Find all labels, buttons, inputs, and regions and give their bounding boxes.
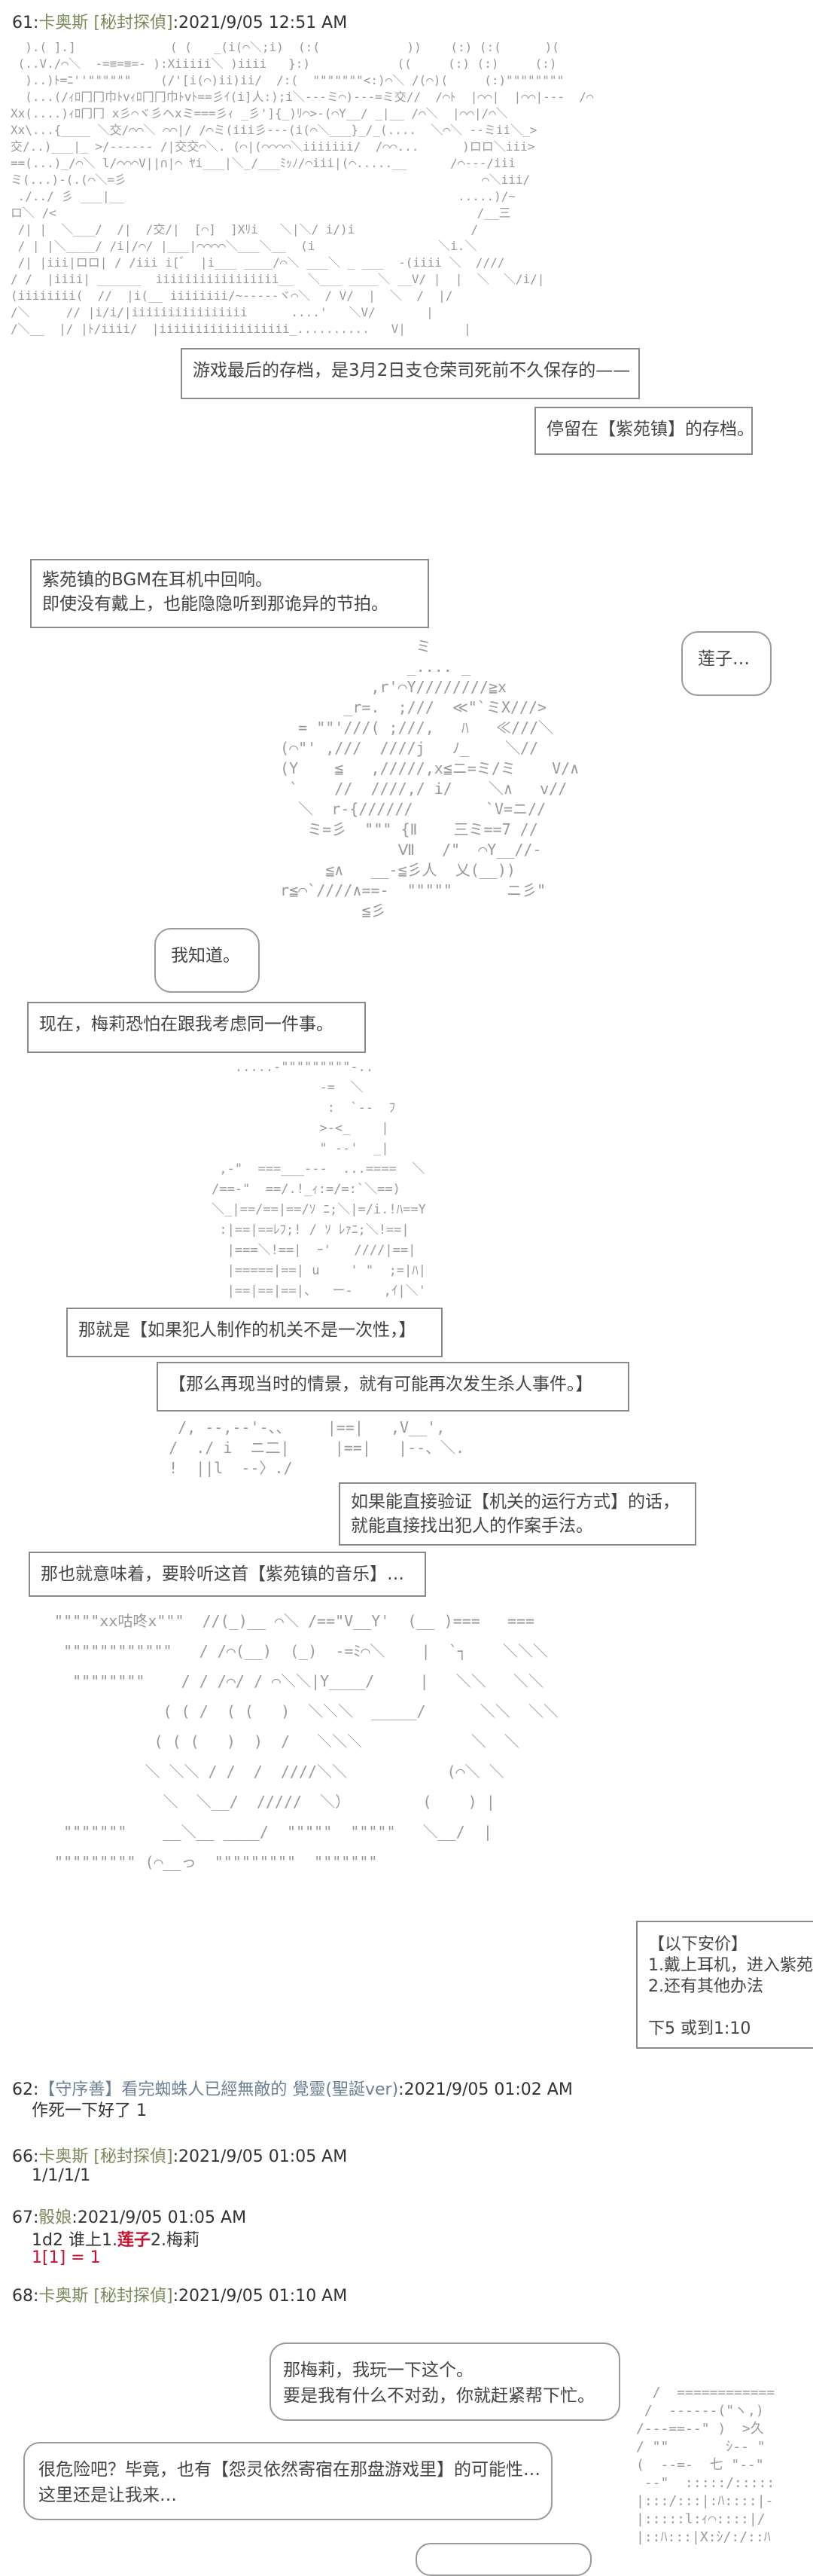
post-number: 61: [12,14,39,32]
ascii-art-hands: /, --,--'-、、 |==| ,V__', / ./ i ニ二| |==|… [169,1418,465,1477]
ascii-art-headphones: """""xx咕咚x""" //(_)__ ⌒＼ /=="V__Y' (__ )… [54,1612,559,1871]
narration-line: 即使没有戴上，也能隐隐听到那诡异的节拍。 [42,594,388,614]
post-date: :2021/9/05 12:51 AM [172,14,348,32]
vote-deadline: 下5 或到1:10 [648,2019,751,2038]
vote-box: 【以下安价】 1.戴上耳机，进入紫苑 2.还有其他办法 下5 或到1:10 [636,1921,813,2049]
narration-line: 就能直接找出犯人的作案手法。 [351,1516,593,1536]
dice-roll-line: 1d2 谁上1.莲子2.梅莉 [32,2227,199,2251]
narration-line: 紫苑镇的BGM在耳机中回响。 [42,570,273,590]
post-number: 68: [12,2287,39,2306]
speech-line: 这里还是让我来… [38,2486,177,2505]
narration-box-bgm: 紫苑镇的BGM在耳机中回响。 即使没有戴上，也能隐隐听到那诡异的节拍。 [30,559,429,628]
post-header-67: 67:骰娘:2021/9/05 01:05 AM [12,2204,246,2228]
poster-name[interactable]: 骰娘 [38,2208,72,2227]
post-header-66: 66:卡奥斯 [秘封探偵]:2021/9/05 01:05 AM [12,2143,347,2167]
speech-bubble-partial [416,2543,592,2576]
narration-line: 如果能直接验证【机关的运行方式】的话， [351,1492,680,1512]
narration-box-save-location: 停留在【紫苑镇】的存档。 [534,407,754,455]
ascii-art-characters: ミ _.... _ ,r'⌒Y////////≧x _r=. ;/// ≪"`ミ… [280,637,580,920]
dice-option-renko: 莲子 [117,2231,151,2250]
dice-result: 1[1] = 1 [32,2248,101,2267]
vote-title: 【以下安价】 [648,1935,748,1954]
narration-box-recreate: 【那么再现当时的情景，就有可能再次发生杀人事件。】 [157,1362,629,1412]
post-number: 62: [12,2080,39,2099]
poster-name[interactable]: 卡奥斯 [秘封探偵] [38,2147,173,2166]
speech-line: 很危险吧？毕竟，也有【怨灵依然寄宿在那盘游戏里】的可能性… [38,2460,540,2480]
post-date: :2021/9/05 01:02 AM [398,2080,573,2099]
speech-bubble-renko: 莲子… [681,631,772,696]
dice-option-merry: 2.梅莉 [150,2231,199,2250]
post-body: 1/1/1/1 [32,2166,91,2185]
post-header-62: 62:【守序善】看完蜘蛛人已經無敵的 覺靈(聖誕ver):2021/9/05 0… [12,2076,573,2100]
post-header-61: 61:卡奥斯 [秘封探偵]:2021/9/05 12:51 AM [12,9,347,33]
narration-box-listen: 那也就意味着，要聆听这首【紫苑镇的音乐】… [29,1552,426,1597]
ascii-art-renko: / ============ / ------("ヽ,) /---==--" )… [636,2385,775,2545]
poster-name[interactable]: 【守序善】看完蜘蛛人已經無敵的 覺靈(聖誕ver) [38,2080,399,2099]
speech-bubble-merry: 那梅莉，我玩一下这个。 要是我有什么不对劲，你就赶紧帮下忙。 [269,2343,620,2421]
narration-box-trap: 那就是【如果犯人制作的机关不是一次性，】 [66,1308,443,1357]
post-date: :2021/9/05 01:05 AM [72,2208,247,2227]
dice-command: 1d2 谁上1. [32,2231,117,2250]
narration-box-save: 游戏最后的存档，是3月2日支仓荣司死前不久保存的—— [181,348,640,399]
ascii-art-scene-1: ).( ].] ( ( _(i(⌒＼;i) (:( )) (:) (:( )( … [11,40,594,336]
post-body: 作死一下好了 1 [32,2101,147,2120]
post-number: 66: [12,2147,39,2166]
speech-bubble-know: 我知道。 [154,928,260,993]
poster-name[interactable]: 卡奥斯 [秘封探偵] [38,2287,173,2306]
post-number: 67: [12,2208,39,2227]
narration-box-same-thought: 现在，梅莉恐怕在跟我考虑同一件事。 [27,1002,366,1053]
poster-name[interactable]: 卡奥斯 [秘封探偵] [38,14,173,32]
post-header-68: 68:卡奥斯 [秘封探偵]:2021/9/05 01:10 AM [12,2282,347,2306]
speech-line: 那梅莉，我玩一下这个。 [283,2361,473,2380]
vote-option-1: 1.戴上耳机，进入紫苑 [648,1956,813,1975]
speech-bubble-danger: 很危险吧？毕竟，也有【怨灵依然寄宿在那盘游戏里】的可能性… 这里还是让我来… [23,2442,553,2520]
post-date: :2021/9/05 01:05 AM [172,2147,348,2166]
narration-box-verify: 如果能直接验证【机关的运行方式】的话， 就能直接找出犯人的作案手法。 [339,1482,696,1546]
post-date: :2021/9/05 01:10 AM [172,2287,348,2306]
vote-option-2: 2.还有其他办法 [648,1977,763,1996]
ascii-art-maid: .....-"""""""""-.. -= ＼ : `-- ﾌ >-<_ | "… [212,1060,427,1299]
speech-line: 要是我有什么不对劲，你就赶紧帮下忙。 [283,2386,595,2406]
